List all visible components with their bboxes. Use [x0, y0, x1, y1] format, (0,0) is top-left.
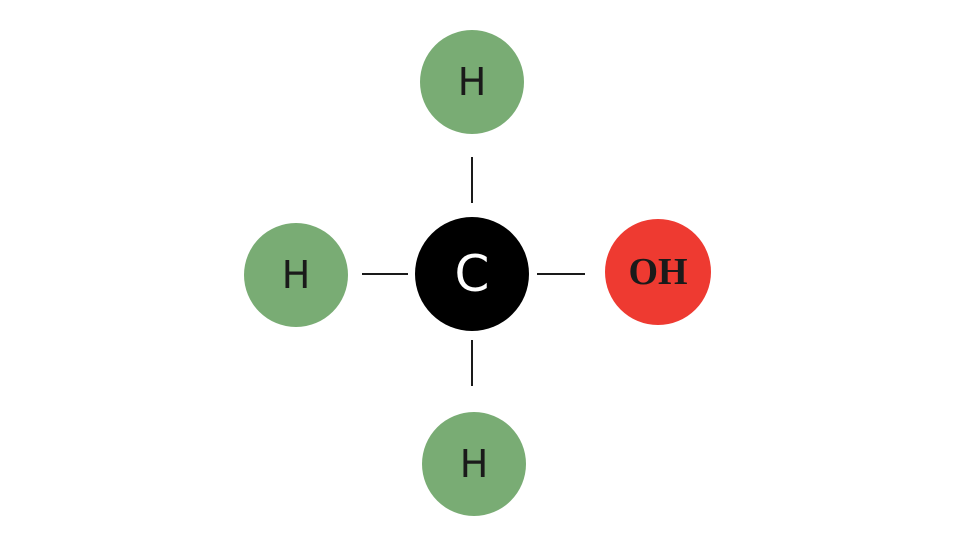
hydroxyl-group: OH: [605, 219, 711, 325]
hydrogen-atom-bottom: H: [422, 412, 526, 516]
bond-right: [537, 273, 585, 275]
hydrogen-atom-top: H: [420, 30, 524, 134]
bond-top: [471, 157, 473, 203]
carbon-atom: C: [415, 217, 529, 331]
carbon-label: C: [454, 245, 490, 303]
hydrogen-label: H: [457, 60, 487, 104]
bond-left: [362, 273, 408, 275]
bond-bottom: [471, 340, 473, 386]
hydrogen-label: H: [281, 253, 311, 297]
hydrogen-atom-left: H: [244, 223, 348, 327]
hydrogen-label: H: [459, 442, 489, 486]
hydroxyl-label: OH: [628, 251, 688, 293]
